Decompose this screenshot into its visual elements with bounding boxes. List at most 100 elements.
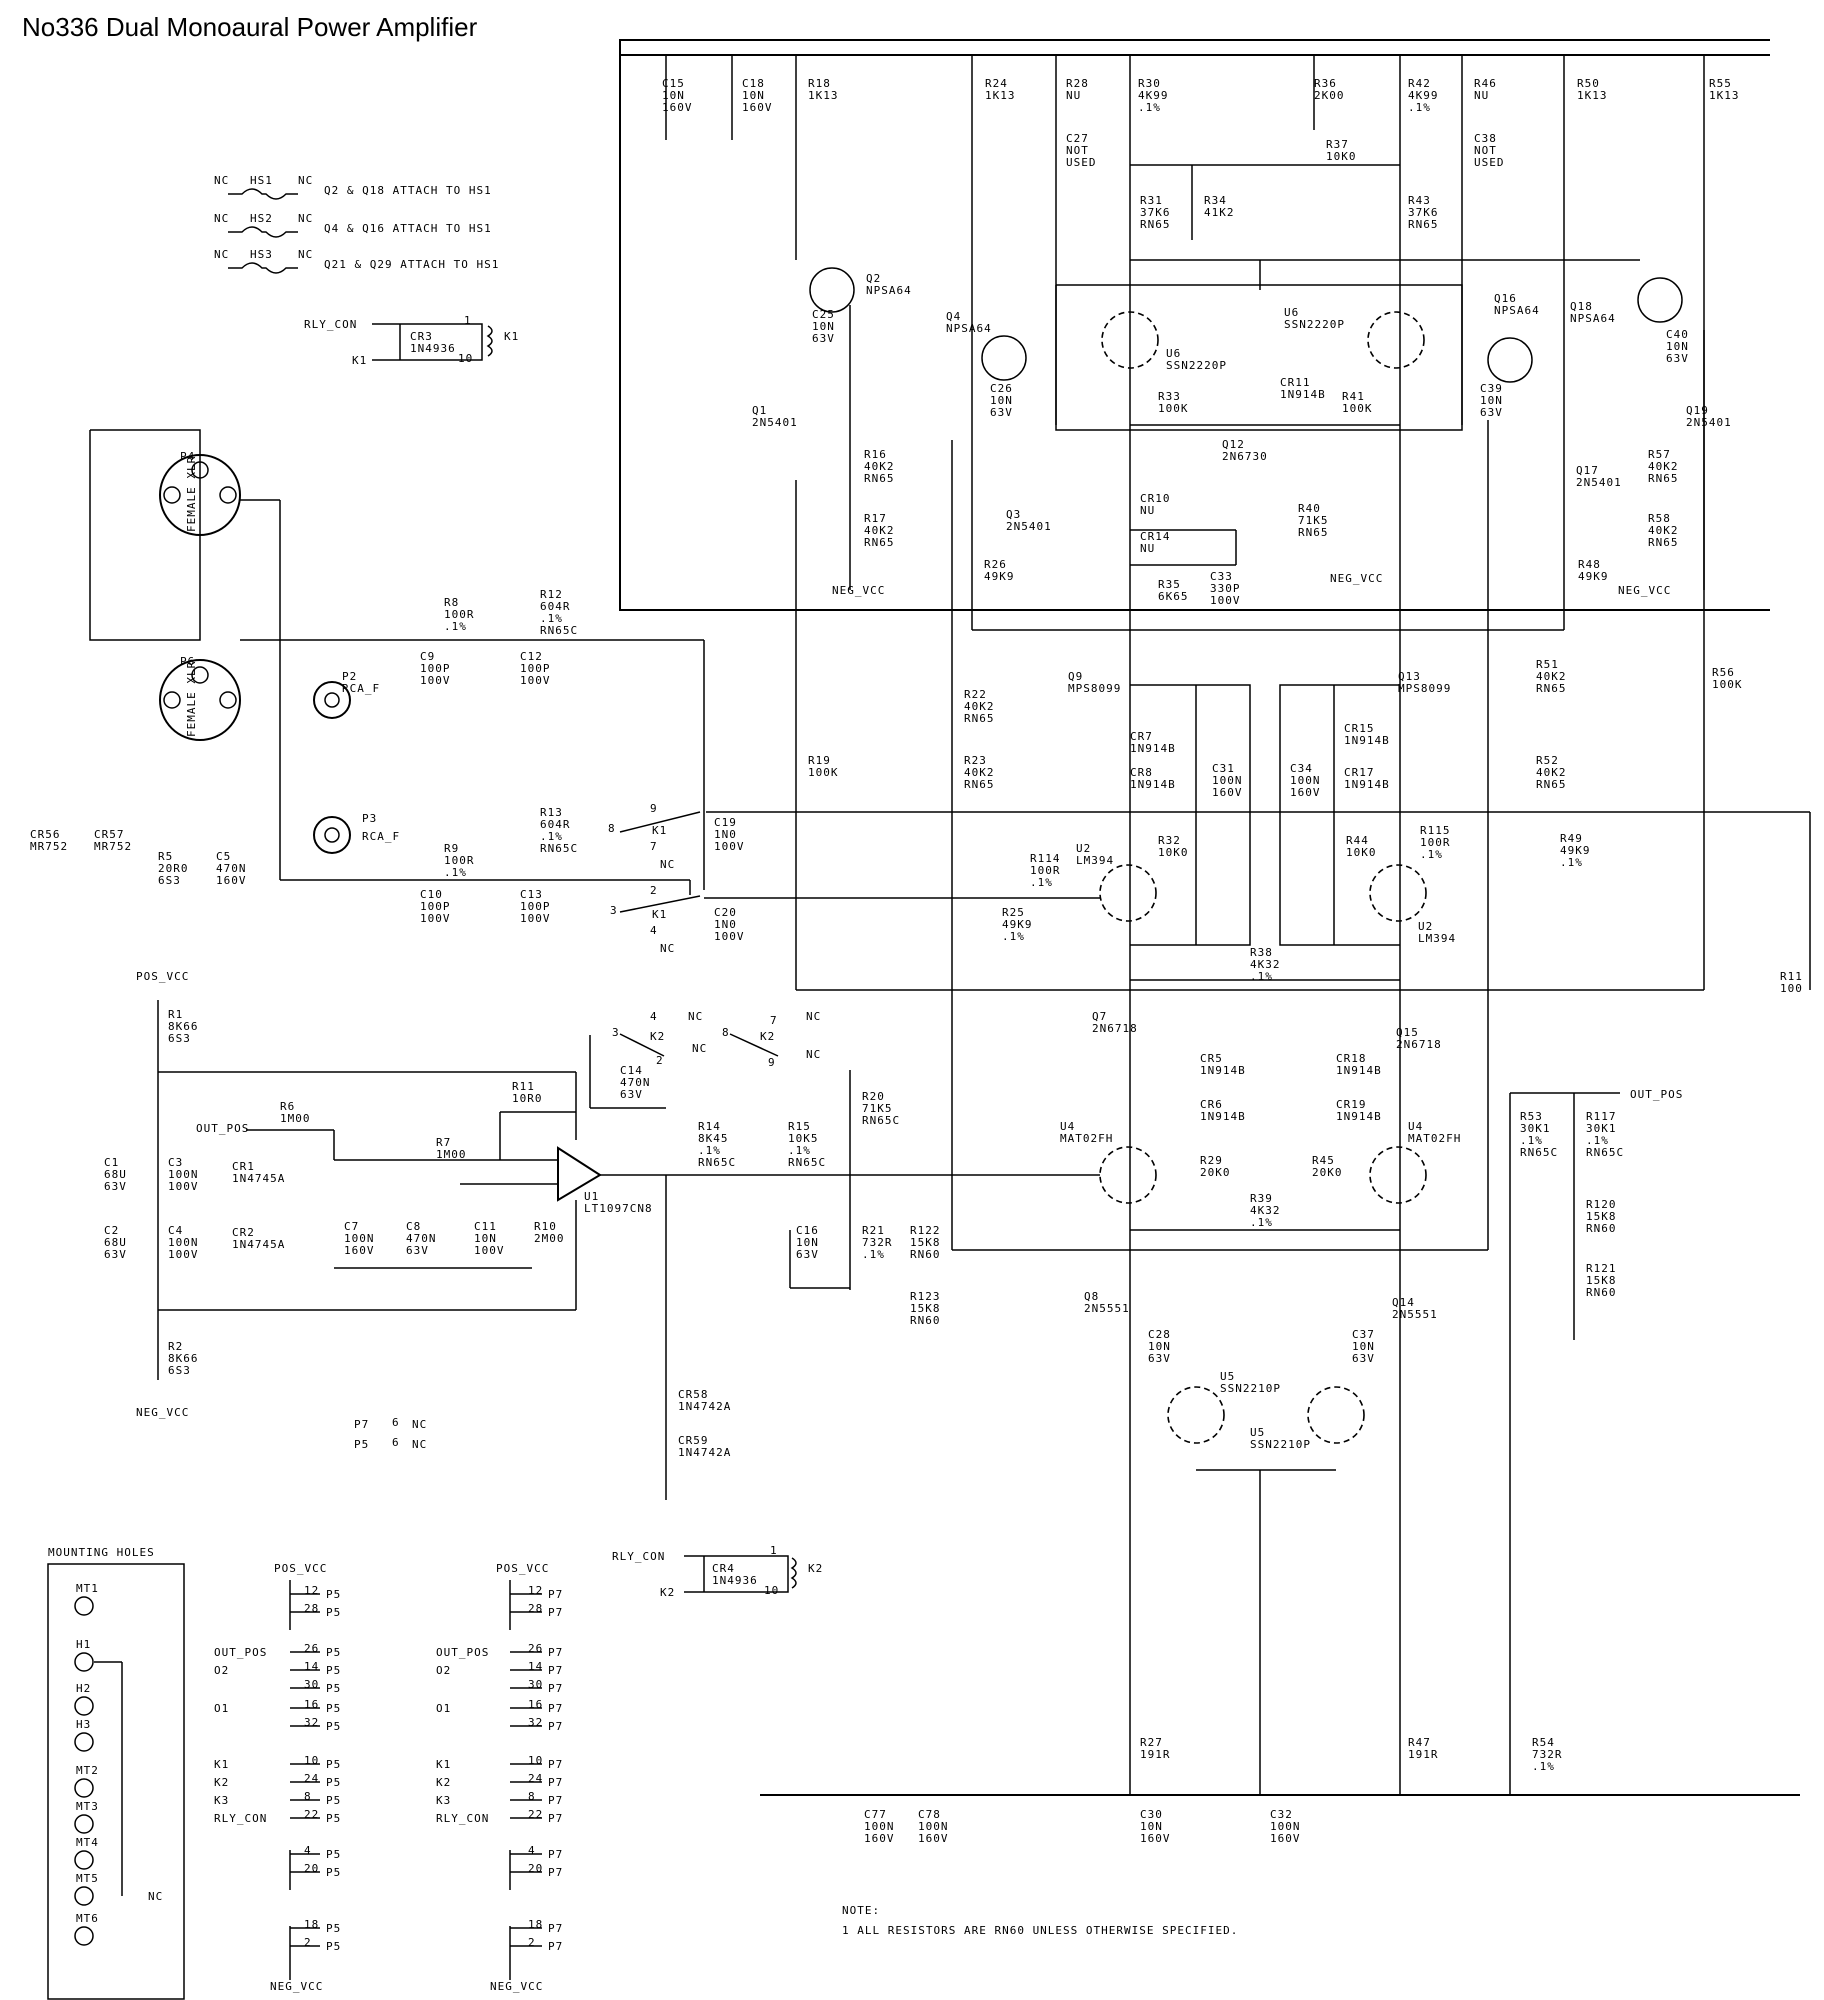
mounting-hole-label: H2 [76,1682,91,1695]
p2-name: P2 [342,670,357,683]
port-label: P5 [326,1720,341,1733]
hs1-name: HS1 [250,174,273,187]
relay-k2: RLY_CON K2 CR4 1N4936 K2 1 10 [612,1544,822,1599]
relay2-k: K2 [660,1586,675,1599]
relay2-rly: RLY_CON [612,1550,665,1563]
pin-number: 14 [528,1660,543,1673]
p3-name: P3 [362,812,377,825]
signal-label: K3 [214,1794,229,1807]
k2-switch-nc-d: NC [806,1048,821,1061]
k2-switch-nc-b: NC [806,1010,821,1023]
p4-name: P4 [180,450,195,463]
hs2-left: NC [214,212,229,225]
k2-switch-pin-9: 9 [768,1056,776,1069]
port-label: P5 [326,1940,341,1953]
port-label: P5 [326,1646,341,1659]
hs1-left: NC [214,174,229,187]
port-label: P7 [548,1758,563,1771]
relay1-p10: 10 [458,352,473,365]
pin-number: 30 [528,1678,543,1691]
k2-switch-pin-7: 7 [770,1014,778,1027]
rail-labels: POS_VCC NEG_VCC NEG_VCC NEG_VCC NEG_VCC … [136,572,1682,1451]
xlr-p4: P4 FEMALE XLR [159,450,241,536]
mounting-title: MOUNTING HOLES [48,1546,155,1559]
pin-number: 12 [304,1584,319,1597]
relay2-p1: 1 [770,1544,778,1557]
port-label: P5 [326,1812,341,1825]
port-label: P7 [548,1922,563,1935]
port-label: P7 [548,1720,563,1733]
relay1-k: K1 [352,354,367,367]
note-head: NOTE: [842,1904,880,1917]
port-label: P5 [326,1866,341,1879]
k2-switch-label-a: K2 [650,1030,665,1043]
k1-switch-pin-3: 3 [610,904,618,917]
k1-switch-contacts: 8 9 7 NC 3 2 4 NC K1 K1 [608,802,701,955]
mounting-hole-mt5 [74,1886,94,1906]
k2-switch-pin-8: 8 [722,1026,730,1039]
mounting-hole-label: MT2 [76,1764,99,1777]
pin-number: 18 [304,1918,319,1931]
mounting-hole-label: MT4 [76,1836,99,1849]
signal-label: K1 [436,1758,451,1771]
port-label: P7 [548,1794,563,1807]
k2-switch-pin-2: 2 [656,1054,664,1067]
supply-wiring [89,39,1811,1796]
signal-label: K3 [436,1794,451,1807]
pin-number: 16 [528,1698,543,1711]
signal-label: K2 [214,1776,229,1789]
pin-number: 28 [528,1602,543,1615]
relay1-name: K1 [504,330,519,343]
port-label: P5 [326,1664,341,1677]
mounting-hole-mt4 [74,1850,94,1870]
k1-switch-nc-a: NC [660,858,675,871]
hs3-right: NC [298,248,313,261]
